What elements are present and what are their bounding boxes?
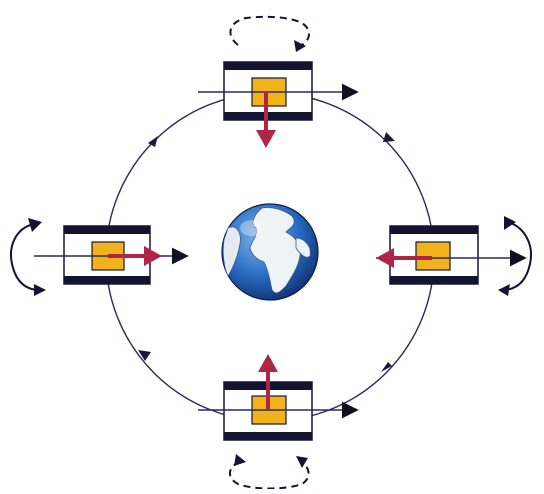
satellite-top [198, 17, 356, 148]
orbit-arrow-icon [383, 132, 395, 142]
orbit-path [0, 0, 434, 421]
satellite-right [376, 216, 531, 296]
spin-indicator-bottom [230, 454, 309, 489]
spin-indicator-right [498, 216, 531, 296]
spin-indicator-left [11, 218, 46, 296]
earth-globe-icon [222, 204, 318, 300]
orbit-arrow-icon [381, 362, 392, 372]
satellite-bottom [198, 354, 356, 489]
orbit-arrow-icon [138, 350, 151, 361]
spin-indicator-top [230, 17, 309, 52]
satellite-left [11, 218, 186, 296]
